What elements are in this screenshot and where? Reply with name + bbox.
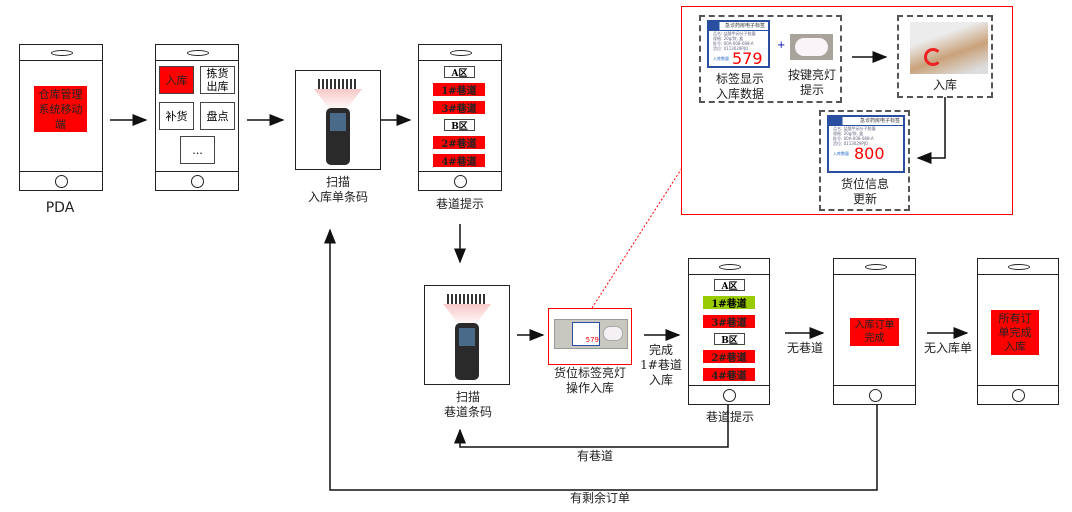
tag-line: 品名: 盐酸甲闭分子胶囊: [713, 31, 756, 36]
lane-1[interactable]: 1#巷道: [433, 83, 485, 97]
barcode-icon: [318, 79, 358, 89]
complete-lane-label: 完成 1#巷道 入库: [640, 343, 682, 387]
app-splash: 仓库管理系统移动端: [34, 86, 87, 132]
warehouse-shelf-image: [910, 22, 988, 74]
pda-label: PDA: [45, 200, 75, 216]
no-lane-label: 无巷道: [786, 341, 823, 355]
lane-hint-label-2: 巷道提示: [705, 410, 754, 424]
zone-a: A区: [714, 279, 745, 292]
menu-inbound[interactable]: 入库: [159, 66, 194, 94]
zone-b: B区: [444, 119, 475, 132]
zone-a: A区: [444, 66, 475, 79]
plus-sign: +: [777, 40, 786, 51]
lane-hint-phone-2: A区 1#巷道 3#巷道 B区 2#巷道 4#巷道: [688, 258, 770, 405]
inbound-label: 入库: [932, 78, 957, 92]
remaining-order-label: 有剩余订单: [569, 491, 630, 505]
all-done-phone: 所有订单完成入库: [977, 258, 1059, 405]
scanner-image: [295, 70, 381, 170]
tag-value: 800: [854, 144, 885, 163]
tag-qty-label: 入库数量: [713, 56, 729, 61]
light-hint-label: 按键亮灯 提示: [787, 68, 836, 97]
scan-lane-label: 扫描 巷道条码: [443, 390, 492, 419]
lane-hint-phone: A区 1#巷道 3#巷道 B区 2#巷道 4#巷道: [418, 44, 502, 191]
rotate-arrow-icon: [924, 48, 942, 66]
device-screen: 579: [572, 322, 600, 346]
tag-line: 货位: 0113029PJO: [833, 141, 869, 146]
home-button[interactable]: [20, 171, 102, 190]
tag-display-label: 标签显示 入库数据: [715, 72, 764, 101]
loop-has-lane: [454, 404, 729, 448]
menu-more[interactable]: ...: [180, 136, 215, 164]
tag-title: 急诊药房电子标签: [829, 117, 903, 126]
step-tag-display: [699, 15, 842, 103]
tag-line: 批号: 00A-008-088-A: [833, 136, 874, 141]
no-order-label: 无入库单: [923, 341, 972, 355]
step-update: [819, 110, 910, 211]
pda-device-icon: [326, 108, 350, 165]
zone-b: B区: [714, 333, 745, 346]
order-done-message: 入库订单完成: [850, 318, 899, 346]
tag-line: 品名: 盐酸甲闭分子胶囊: [833, 126, 876, 131]
callout-dotted-line: [591, 167, 683, 309]
lane-4[interactable]: 4#巷道: [433, 154, 485, 168]
step-inbound: [897, 15, 993, 98]
pda-phone: 仓库管理系统移动端: [19, 44, 103, 191]
menu-replenish[interactable]: 补货: [159, 102, 194, 130]
pda-device-icon: [455, 323, 479, 380]
scan-order-label: 扫描 入库单条码: [307, 175, 368, 204]
shelf-label-device: 579: [548, 308, 632, 365]
has-lane-label: 有巷道: [576, 449, 613, 463]
lane-1-done[interactable]: 1#巷道: [703, 296, 755, 310]
menu-picking[interactable]: 拣货出库: [200, 66, 235, 94]
arrow-detail-2: [916, 97, 946, 164]
lane-3[interactable]: 3#巷道: [703, 315, 755, 329]
order-done-phone: 入库订单完成: [833, 258, 916, 405]
tag-qty-label: 入库数量: [833, 151, 849, 156]
barcode-icon: [447, 294, 487, 304]
electronic-tag-579: 急诊药房电子标签 品名: 盐酸甲闭分子胶囊 规格: 20g/袋, 盒 批号: 0…: [707, 20, 770, 68]
lane-2[interactable]: 2#巷道: [703, 350, 755, 364]
tag-line: 批号: 00A-008-088-A: [713, 41, 754, 46]
lane-4[interactable]: 4#巷道: [703, 368, 755, 382]
device-label: 货位标签亮灯 操作入库: [553, 366, 626, 395]
lane-hint-label: 巷道提示: [435, 197, 484, 211]
detail-panel: [681, 6, 1013, 215]
phone-speaker: [20, 45, 102, 61]
tag-line: 规格: 20g/袋, 盒: [713, 36, 744, 41]
slot-update-label: 货位信息 更新: [840, 177, 889, 206]
all-done-message: 所有订单完成入库: [991, 310, 1039, 355]
light-button-image: [790, 34, 833, 60]
lane-2[interactable]: 2#巷道: [433, 136, 485, 150]
tag-title: 急诊药房电子标签: [709, 22, 768, 31]
menu-stocktake[interactable]: 盘点: [200, 102, 235, 130]
tag-line: 规格: 20g/袋, 盒: [833, 131, 864, 136]
tag-line: 货位: 0113029PJO: [713, 46, 749, 51]
tag-value: 579: [732, 49, 763, 68]
lane-3[interactable]: 3#巷道: [433, 101, 485, 115]
loop-remaining-order: [324, 228, 878, 491]
menu-phone: 入库 拣货出库 补货 盘点 ...: [155, 44, 239, 191]
scanner-image-2: [424, 285, 510, 385]
device-body: 579: [554, 319, 628, 349]
electronic-tag-800: 急诊药房电子标签 品名: 盐酸甲闭分子胶囊 规格: 20g/袋, 盒 批号: 0…: [827, 115, 905, 173]
light-button-icon[interactable]: [603, 326, 623, 341]
